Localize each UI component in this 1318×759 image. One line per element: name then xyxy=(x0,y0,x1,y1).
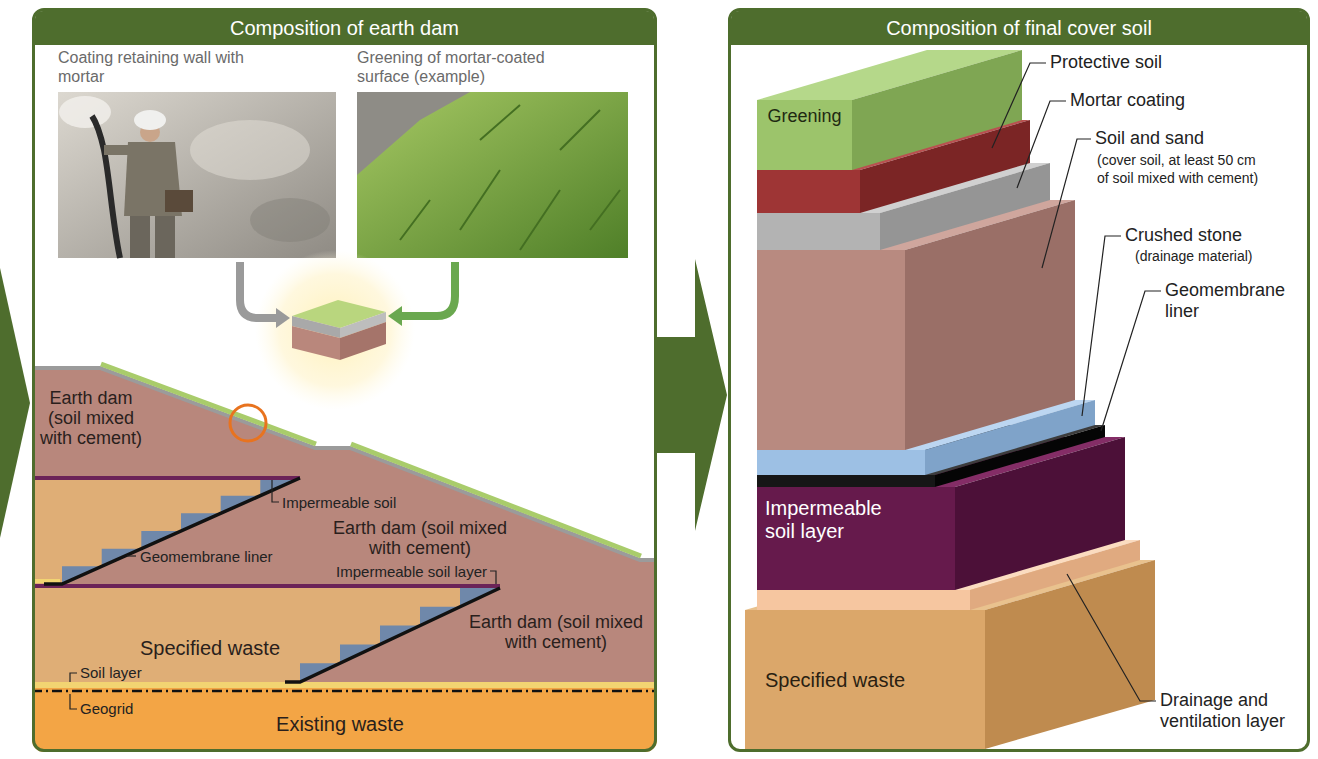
worker-bag xyxy=(165,190,193,212)
worker-leg xyxy=(155,215,175,258)
region-label: Existing waste xyxy=(240,712,440,736)
part-label: Geomembrane liner xyxy=(1165,280,1295,322)
part-label: (cover soil, at least 50 cm of soil mixe… xyxy=(1097,151,1267,187)
soil-slab-side xyxy=(905,200,1075,450)
panel-heading: Composition of final cover soil xyxy=(731,11,1307,45)
part-label: Crushed stone xyxy=(1125,225,1242,246)
photo-arrowhead xyxy=(388,306,402,326)
soil-slab-front xyxy=(757,250,905,450)
waste-slab-front xyxy=(745,610,985,749)
greening-layer: Greening xyxy=(757,106,852,127)
photo-frame: Greening of mortar-coated surface (examp… xyxy=(357,48,628,260)
wall-texture xyxy=(250,198,330,242)
region-label: Earth dam (soil mixed with cement) xyxy=(325,518,515,558)
photo-caption: Greening of mortar-coated surface (examp… xyxy=(357,48,572,86)
section-panel: Composition of earth damCoating retainin… xyxy=(32,8,657,752)
photo-arrow xyxy=(240,262,276,318)
leader-line xyxy=(992,63,1046,148)
earth-dam-region: Earth dam (soil mixed with cement) xyxy=(36,388,146,448)
panel-ground xyxy=(32,8,657,752)
layer-label: Specified waste xyxy=(765,668,965,692)
incoming-arrow xyxy=(0,268,30,538)
section-panel: Composition of final cover soilGreeningI… xyxy=(728,8,1310,752)
worker-helmet xyxy=(134,110,166,130)
leader-line xyxy=(1067,574,1156,701)
geomembrane-line xyxy=(285,588,500,682)
inset-block-soil xyxy=(340,322,386,360)
liner-slab-front xyxy=(757,475,935,487)
mortar-slab-front xyxy=(757,213,880,250)
part-label: Impermeable soil layer xyxy=(336,563,487,580)
earth-dam-region: Earth dam (soil mixed with cement) xyxy=(461,612,651,652)
part-label: Soil and sand xyxy=(1095,128,1204,149)
part-label: Mortar coating xyxy=(1070,90,1185,111)
photo-image xyxy=(357,92,628,258)
leader-line xyxy=(70,673,77,682)
photo-image xyxy=(58,92,336,258)
existing-waste-fill xyxy=(32,688,657,752)
layer-label: Greening xyxy=(757,106,852,127)
region-label: Earth dam (soil mixed with cement) xyxy=(36,388,146,448)
leader-line xyxy=(1082,236,1121,416)
leader-line xyxy=(1042,139,1091,268)
impermeable-line xyxy=(32,584,500,588)
leader-line xyxy=(70,694,77,709)
part-label: (drainage material) xyxy=(1135,247,1253,265)
grass xyxy=(357,92,628,258)
geogrid-line xyxy=(32,690,657,693)
hose xyxy=(92,116,120,258)
greening-slab-side xyxy=(852,50,1022,170)
panel-ground xyxy=(728,8,1310,752)
photo-arrow xyxy=(402,262,455,316)
photo-frame: Coating retaining wall with mortar xyxy=(58,48,336,260)
region-label: Specified waste xyxy=(130,636,290,660)
part-label: Geomembrane liner xyxy=(140,548,273,565)
waste-fill xyxy=(32,586,500,682)
soil-layer-band xyxy=(32,682,657,688)
leader-line xyxy=(1101,291,1161,431)
part-label: Soil layer xyxy=(80,664,142,681)
panel-heading: Composition of earth dam xyxy=(35,11,654,45)
focus-circle xyxy=(230,405,266,441)
inset-glow xyxy=(255,250,415,410)
impermeable-line xyxy=(32,476,300,480)
flow-arrow xyxy=(657,259,727,531)
inset-block-soil xyxy=(292,326,340,360)
leader-line xyxy=(127,555,136,556)
region-label: Earth dam (soil mixed with cement) xyxy=(461,612,651,652)
grass-blades xyxy=(400,105,620,250)
part-label: Impermeable soil xyxy=(282,494,396,511)
part-label: Protective soil xyxy=(1050,52,1162,73)
drainage-slab-front xyxy=(757,590,970,610)
greening-slab-front xyxy=(757,100,852,170)
mortar-surface xyxy=(32,368,657,560)
wall-texture xyxy=(190,120,310,180)
existing-waste-region: Existing waste xyxy=(240,712,440,736)
waste-fill xyxy=(32,478,300,584)
impermeable-slab-front xyxy=(757,487,955,590)
waste-layer: Specified waste xyxy=(765,668,965,692)
photo-arrowhead xyxy=(276,308,290,328)
earth-dam-region: Earth dam (soil mixed with cement) xyxy=(325,518,515,558)
impermeable-layer: Impermeable soil layer xyxy=(765,497,905,543)
leader-line xyxy=(1017,101,1066,188)
protective-slab-front xyxy=(757,170,860,213)
leader-line xyxy=(490,571,496,584)
photo-caption: Coating retaining wall with mortar xyxy=(58,48,273,86)
geomembrane-line xyxy=(44,478,300,584)
spray-mist xyxy=(59,96,111,128)
earth-dam-fill xyxy=(32,368,657,682)
stone-slab-front xyxy=(757,450,925,475)
part-label: Drainage and ventilation layer xyxy=(1160,690,1305,732)
waste-region: Specified waste xyxy=(130,636,290,660)
part-label: Geogrid xyxy=(80,700,133,717)
layer-label: Impermeable soil layer xyxy=(765,497,905,543)
worker-arm xyxy=(104,145,130,155)
worker-leg xyxy=(130,215,150,258)
leader-line xyxy=(272,480,279,502)
